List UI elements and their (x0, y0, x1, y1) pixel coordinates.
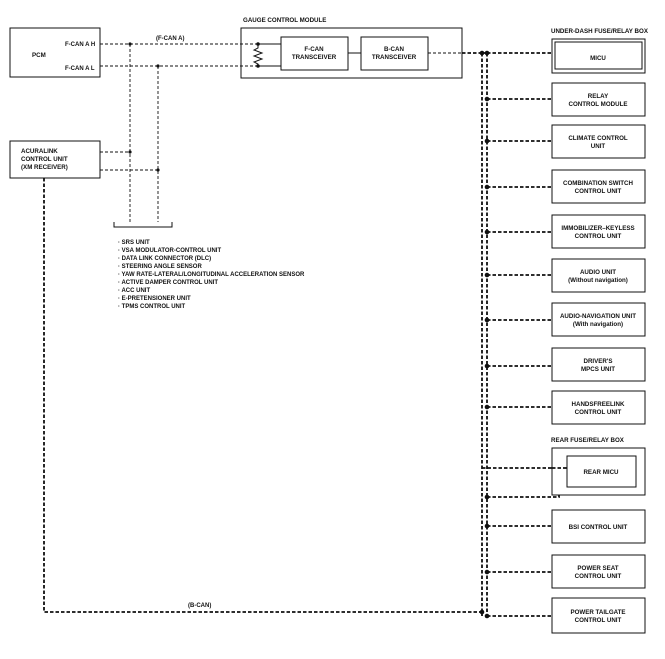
fcan-transceiver (280, 36, 349, 71)
pcm-label: PCM (32, 52, 46, 59)
unit-box-relay-control-module (551, 82, 646, 117)
unit-label: CONTROL UNIT (575, 409, 622, 416)
rear-box-title: REAR FUSE/RELAY BOX (551, 437, 625, 444)
gauge-control-module: GAUGE CONTROL MODULE F-CAN TRANSCEIVER B… (240, 17, 463, 79)
under-dash-title: UNDER-DASH FUSE/RELAY BOX (551, 28, 649, 35)
unit-label: MPCS UNIT (581, 366, 615, 373)
rear-micu-box (566, 455, 637, 488)
unit-label: CONTROL UNIT (575, 573, 622, 580)
pcm: PCM F-CAN A H F-CAN A L (9, 27, 101, 78)
fcan-unit-item: · ACTIVE DAMPER CONTROL UNIT (118, 280, 218, 286)
unit-box-combination-switch (551, 169, 646, 204)
unit-box-bsi-control (551, 509, 646, 544)
unit-label: CONTROL UNIT (575, 233, 622, 240)
fcan-unit-item: · SRS UNIT (118, 240, 150, 246)
acuralink-label-3: (XM RECEIVER) (21, 164, 68, 171)
bcan-transceiver-label-1: B-CAN (384, 46, 404, 53)
acuralink-label-1: ACURALINK (21, 148, 58, 155)
unit-box-power-seat (551, 554, 646, 589)
fcan-unit-item: · STEERING ANGLE SENSOR (118, 264, 202, 270)
bcan-transceiver (360, 36, 429, 71)
unit-label: CONTROL MODULE (568, 101, 627, 108)
under-dash-fuse-box: UNDER-DASH FUSE/RELAY BOX MICU (551, 28, 649, 74)
fcan-units-bracket (113, 222, 173, 228)
unit-label: POWER TAILGATE (570, 609, 625, 616)
fcan-bus: (F-CAN A) (100, 36, 258, 228)
rear-micu-label: REAR MICU (583, 469, 619, 476)
pcm-box (9, 27, 101, 78)
fcan-unit-item: · VSA MODULATOR-CONTROL UNIT (118, 248, 221, 254)
fcan-unit-item: · E-PRETENSIONER UNIT (118, 296, 191, 302)
fcan-unit-item: · TPMS CONTROL UNIT (118, 304, 186, 310)
unit-box-handsfreelink (551, 390, 646, 425)
unit-label: (Without navigation) (568, 277, 628, 284)
fcan-unit-item: · ACC UNIT (118, 288, 150, 294)
termination-resistor-icon (252, 44, 264, 66)
unit-box-audio-unit (551, 258, 646, 293)
unit-box-audio-navigation (551, 302, 646, 337)
unit-label: CONTROL UNIT (575, 188, 622, 195)
unit-label: DRIVER'S (584, 358, 613, 365)
unit-label: HANDSFREELINK (572, 401, 625, 408)
micu-label: MICU (590, 55, 606, 62)
unit-label: CLIMATE CONTROL (568, 135, 628, 142)
fcan-unit-item: · DATA LINK CONNECTOR (DLC) (118, 256, 211, 262)
unit-box-immobilizer-keyless (551, 214, 646, 249)
fcan-transceiver-label-1: F-CAN (304, 46, 324, 53)
unit-label: CONTROL UNIT (575, 617, 622, 624)
unit-label: COMBINATION SWITCH (563, 180, 634, 187)
fcan-unit-list: · SRS UNIT · VSA MODULATOR-CONTROL UNIT … (118, 240, 305, 310)
gauge-module-title: GAUGE CONTROL MODULE (243, 17, 326, 24)
unit-box-power-tailgate (551, 597, 646, 634)
unit-label: POWER SEAT (577, 565, 618, 572)
bcan-bus-label: (B-CAN) (188, 603, 211, 609)
right-unit-column: RELAY CONTROL MODULE CLIMATE CONTROL UNI… (551, 82, 646, 425)
unit-label: AUDIO-NAVIGATION UNIT (560, 313, 636, 320)
unit-label: UNIT (591, 143, 606, 150)
pcm-pin-h: F-CAN A H (65, 42, 95, 48)
unit-label: AUDIO UNIT (580, 269, 616, 276)
unit-box-drivers-mpcs (551, 347, 646, 382)
rear-fuse-box: REAR FUSE/RELAY BOX REAR MICU (551, 437, 646, 496)
acuralink-control-unit: ACURALINK CONTROL UNIT (XM RECEIVER) (9, 140, 101, 179)
lower-unit-column: BSI CONTROL UNIT POWER SEAT CONTROL UNIT… (551, 509, 646, 634)
unit-label: RELAY (588, 93, 609, 100)
acuralink-box (9, 140, 101, 179)
fcan-transceiver-label-2: TRANSCEIVER (292, 54, 337, 61)
unit-label: BSI CONTROL UNIT (569, 524, 628, 531)
bcan-bus: (B-CAN) (43, 50, 562, 619)
unit-label: (With navigation) (573, 321, 623, 328)
pcm-pin-l: F-CAN A L (65, 66, 95, 72)
fcan-bus-label: (F-CAN A) (156, 36, 184, 42)
micu-box (554, 41, 643, 70)
fcan-unit-item: · YAW RATE-LATERAL/LONGITUDINAL ACCELERA… (118, 272, 305, 278)
unit-label: IMMOBILIZER–KEYLESS (561, 225, 634, 232)
bcan-transceiver-label-2: TRANSCEIVER (372, 54, 417, 61)
unit-box-climate-control (551, 124, 646, 159)
acuralink-label-2: CONTROL UNIT (21, 156, 68, 163)
